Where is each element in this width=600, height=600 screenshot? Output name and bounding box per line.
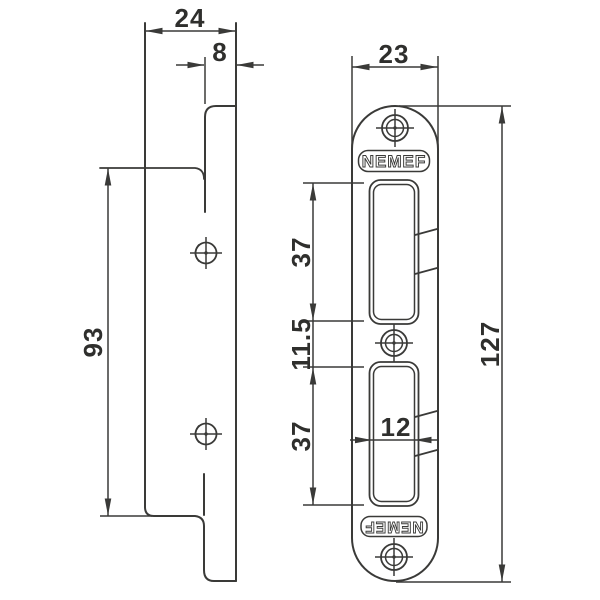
front-plate-outline xyxy=(351,105,439,582)
side-screw-hole-top xyxy=(190,237,222,269)
side-top-lip xyxy=(204,105,237,213)
dim-label-37-lower: 37 xyxy=(286,421,316,452)
dim-plate-width: 23 xyxy=(352,39,438,71)
dim-cutout-width: 12 xyxy=(350,412,438,444)
front-screw-hole-top xyxy=(376,109,414,147)
dim-cutout-chain: 37 11.5 37 xyxy=(286,182,364,506)
lower-tab-edges xyxy=(414,410,438,457)
dim-label-93: 93 xyxy=(78,327,108,358)
brand-stamp-top-text: NEMEF xyxy=(362,152,427,171)
brand-stamp-bottom: NEMEF xyxy=(360,515,428,538)
dim-lip-offset: 8 xyxy=(176,37,264,69)
front-screw-hole-bottom xyxy=(375,538,413,576)
upper-cutout xyxy=(368,179,420,325)
dim-label-8: 8 xyxy=(212,37,227,67)
side-screw-hole-bottom xyxy=(190,418,222,450)
dim-label-23: 23 xyxy=(379,39,410,69)
dim-label-127: 127 xyxy=(475,321,505,367)
front-view: NEMEF NEMEF 23 xyxy=(286,39,511,583)
side-view: 24 8 93 xyxy=(78,3,264,582)
side-back-and-bottom-bend xyxy=(144,22,237,582)
dim-plate-height: 127 xyxy=(396,105,511,583)
dim-flange-width: 24 xyxy=(145,3,236,35)
brand-stamp-top: NEMEF xyxy=(357,149,431,173)
front-screw-hole-middle xyxy=(375,324,413,362)
dim-label-12: 12 xyxy=(381,412,412,442)
dim-label-11_5: 11.5 xyxy=(286,317,316,370)
upper-tab-edges xyxy=(414,228,438,275)
dim-label-37-upper: 37 xyxy=(286,237,316,268)
side-box-top-edge xyxy=(99,167,205,180)
dim-label-24: 24 xyxy=(175,3,206,33)
brand-stamp-bottom-text: NEMEF xyxy=(364,518,423,535)
dim-flange-height: 93 xyxy=(78,168,112,516)
